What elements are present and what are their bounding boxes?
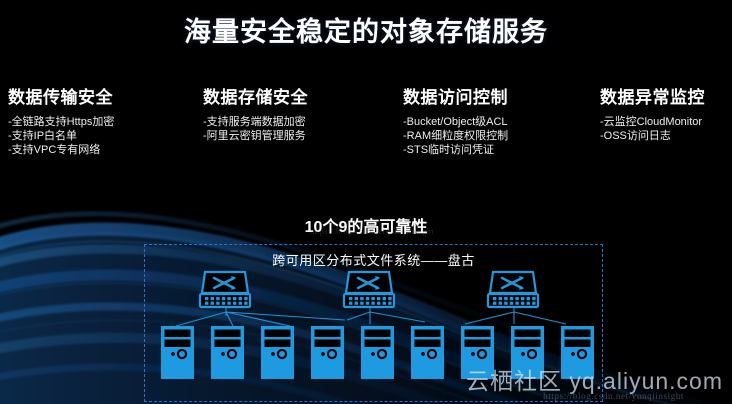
- column-bullet-list: -Bucket/Object级ACL -RAM细粒度权限控制 -STS临时访问凭…: [403, 115, 508, 157]
- diagram-dashed-container: [144, 244, 603, 402]
- column-heading: 数据异常监控: [600, 88, 705, 107]
- feature-column-data-anomaly-monitoring: 数据异常监控 -云监控CloudMonitor -OSS访问日志: [600, 83, 705, 143]
- column-bullet-list: -云监控CloudMonitor -OSS访问日志: [600, 115, 705, 143]
- feature-column-data-transmission-security: 数据传输安全 -全链路支持Https加密 -支持IP白名单 -支持VPC专有网络: [8, 83, 114, 157]
- column-heading: 数据传输安全: [8, 88, 113, 107]
- list-item: -OSS访问日志: [600, 130, 671, 142]
- list-item: -Bucket/Object级ACL: [403, 116, 508, 128]
- reliability-headline: 10个9的高可靠性: [304, 219, 428, 236]
- watermark-faint-center: https://blog.csdn.net/yunqiinsight: [309, 227, 435, 236]
- column-bullet-list: -支持服务端数据加密 -阿里云密钥管理服务: [203, 115, 308, 143]
- page-title: 海量安全稳定的对象存储服务: [184, 17, 548, 47]
- column-heading: 数据访问控制: [403, 88, 508, 107]
- diagram-label: 跨可用区分布式文件系统——盘古: [272, 253, 475, 268]
- watermark-source-url: https://blog.csdn.net/yunqiinsight: [543, 391, 684, 401]
- column-heading: 数据存储安全: [203, 88, 308, 107]
- feature-column-data-access-control: 数据访问控制 -Bucket/Object级ACL -RAM细粒度权限控制 -S…: [403, 83, 508, 157]
- feature-column-data-storage-security: 数据存储安全 -支持服务端数据加密 -阿里云密钥管理服务: [203, 83, 308, 143]
- watermark-site: 云栖社区 yq.aliyun.com: [465, 368, 723, 394]
- list-item: -阿里云密钥管理服务: [203, 130, 306, 142]
- list-item: -全链路支持Https加密: [8, 116, 115, 128]
- list-item: -RAM细粒度权限控制: [403, 130, 509, 142]
- feature-columns: 数据传输安全 -全链路支持Https加密 -支持IP白名单 -支持VPC专有网络…: [0, 83, 732, 163]
- list-item: -支持服务端数据加密: [203, 116, 306, 128]
- list-item: -STS临时访问凭证: [403, 144, 495, 156]
- column-bullet-list: -全链路支持Https加密 -支持IP白名单 -支持VPC专有网络: [8, 115, 114, 157]
- list-item: -支持IP白名单: [8, 130, 78, 142]
- list-item: -云监控CloudMonitor: [600, 116, 703, 128]
- list-item: -支持VPC专有网络: [8, 144, 101, 156]
